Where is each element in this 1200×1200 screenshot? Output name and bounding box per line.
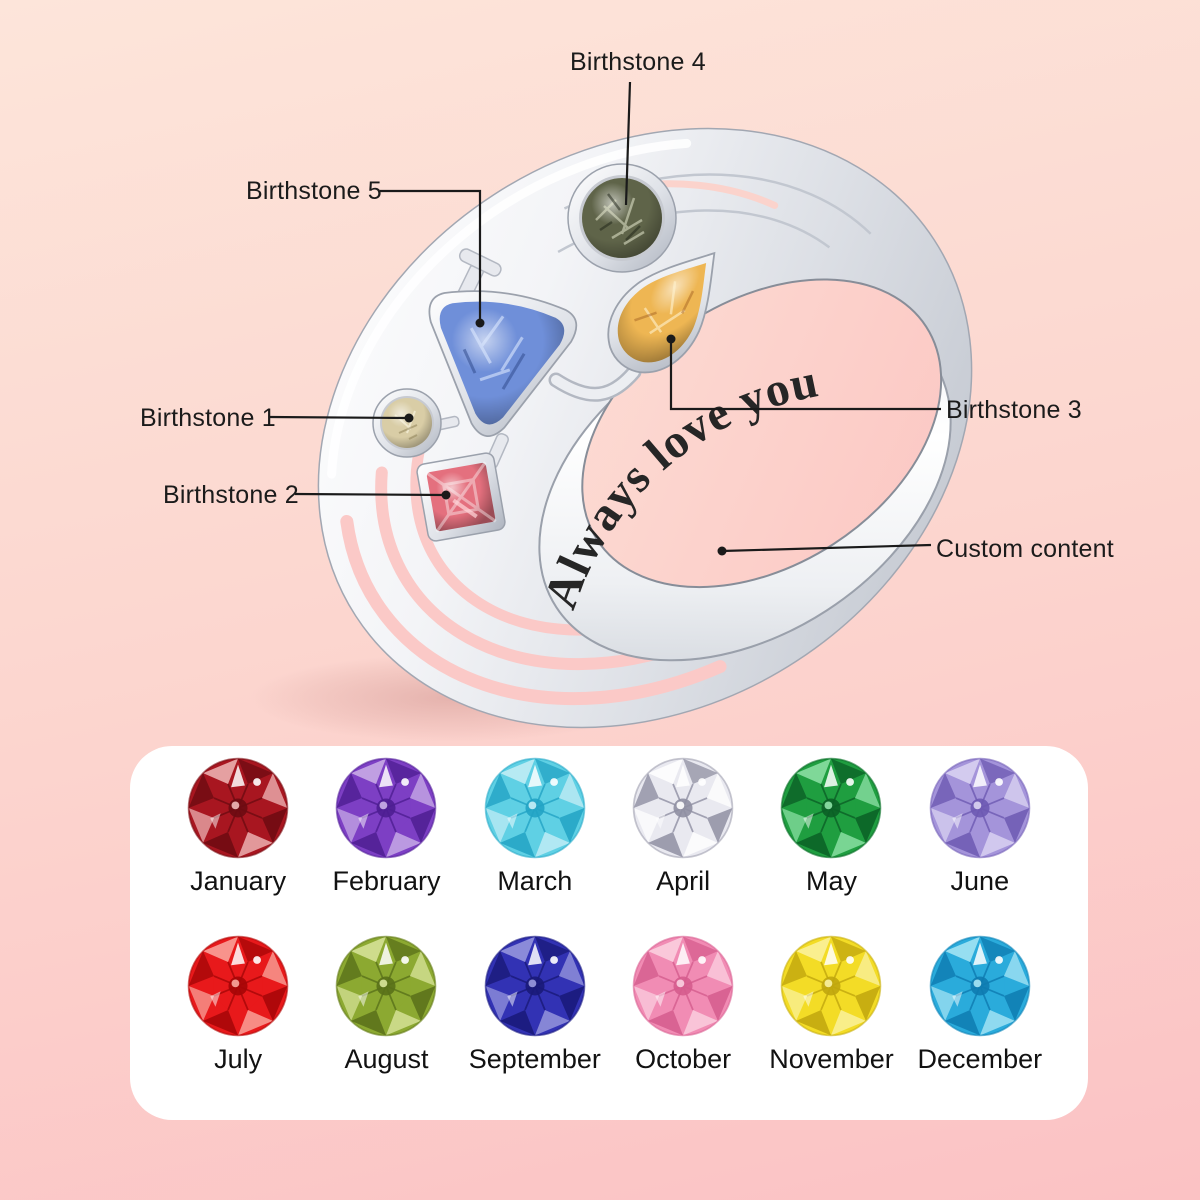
leader-line-birthstone-1 xyxy=(269,415,408,420)
leader-line-birthstone-5 xyxy=(380,189,482,321)
band-highlight xyxy=(327,138,692,479)
birthstone-gem-march xyxy=(483,756,587,860)
stone-birthstone-5 xyxy=(428,290,578,437)
month-label: December xyxy=(917,1044,1043,1074)
month-cell-may: May xyxy=(757,756,905,906)
month-label: October xyxy=(635,1044,732,1074)
month-cell-february: February xyxy=(312,756,460,906)
birthstone-gem-january xyxy=(186,756,290,860)
month-cell-august: August xyxy=(312,934,460,1084)
leader-dots xyxy=(404,318,727,556)
birthstone-gem-december xyxy=(928,934,1032,1038)
birthstone-gem-october xyxy=(631,934,735,1038)
birthstone-gem-november xyxy=(779,934,883,1038)
month-label: February xyxy=(332,866,441,896)
month-cell-july: July xyxy=(164,934,312,1084)
leader-line-custom-content xyxy=(721,543,932,553)
month-cell-march: March xyxy=(461,756,609,906)
birthstone-gem-april xyxy=(631,756,735,860)
callout-birthstone-3: Birthstone 3 xyxy=(946,396,1082,424)
birthstone-gem-september xyxy=(483,934,587,1038)
callout-birthstone-5: Birthstone 5 xyxy=(246,177,382,205)
callout-birthstone-2: Birthstone 2 xyxy=(163,481,299,509)
leader-dot-birthstone-5 xyxy=(475,318,485,328)
birthstone-gem-june xyxy=(928,756,1032,860)
month-label: November xyxy=(769,1044,894,1074)
birthstone-gem-august xyxy=(334,934,438,1038)
leader-dot-birthstone-2 xyxy=(441,490,451,500)
ring-band xyxy=(317,127,973,729)
stone-birthstone-1 xyxy=(372,388,442,458)
month-cell-october: October xyxy=(609,934,757,1084)
month-label: January xyxy=(190,866,287,896)
stone-birthstone-2 xyxy=(416,452,506,542)
month-label: March xyxy=(497,866,573,896)
month-label: April xyxy=(656,866,711,896)
month-label: August xyxy=(344,1044,429,1074)
month-label: June xyxy=(950,866,1010,896)
leader-dot-birthstone-3 xyxy=(666,334,676,344)
month-cell-january: January xyxy=(164,756,312,906)
leader-line-birthstone-4 xyxy=(624,81,632,206)
leader-line-birthstone-3 xyxy=(669,341,941,411)
month-label: May xyxy=(805,866,857,896)
month-cell-june: June xyxy=(906,756,1054,906)
stone-birthstone-3 xyxy=(607,251,716,374)
month-cell-september: September xyxy=(461,934,609,1084)
birthstone-chart-panel: January February March xyxy=(130,746,1088,1120)
month-cell-april: April xyxy=(609,756,757,906)
leader-dot-custom-content xyxy=(717,546,727,556)
birthstone-gem-february xyxy=(334,756,438,860)
month-label: September xyxy=(468,1044,601,1074)
month-label: July xyxy=(214,1044,263,1074)
callout-birthstone-1: Birthstone 1 xyxy=(140,404,276,432)
callout-birthstone-4: Birthstone 4 xyxy=(570,48,706,76)
birthstone-gem-july xyxy=(186,934,290,1038)
leader-line-birthstone-2 xyxy=(294,492,445,497)
month-cell-november: November xyxy=(757,934,905,1084)
callout-custom-content: Custom content xyxy=(936,535,1114,563)
months-grid: January February March xyxy=(130,746,1088,1084)
leader-dot-birthstone-1 xyxy=(404,413,414,423)
leader-lines xyxy=(269,81,941,553)
stone-birthstone-4 xyxy=(567,163,677,273)
birthstone-gem-may xyxy=(779,756,883,860)
month-cell-december: December xyxy=(906,934,1054,1084)
